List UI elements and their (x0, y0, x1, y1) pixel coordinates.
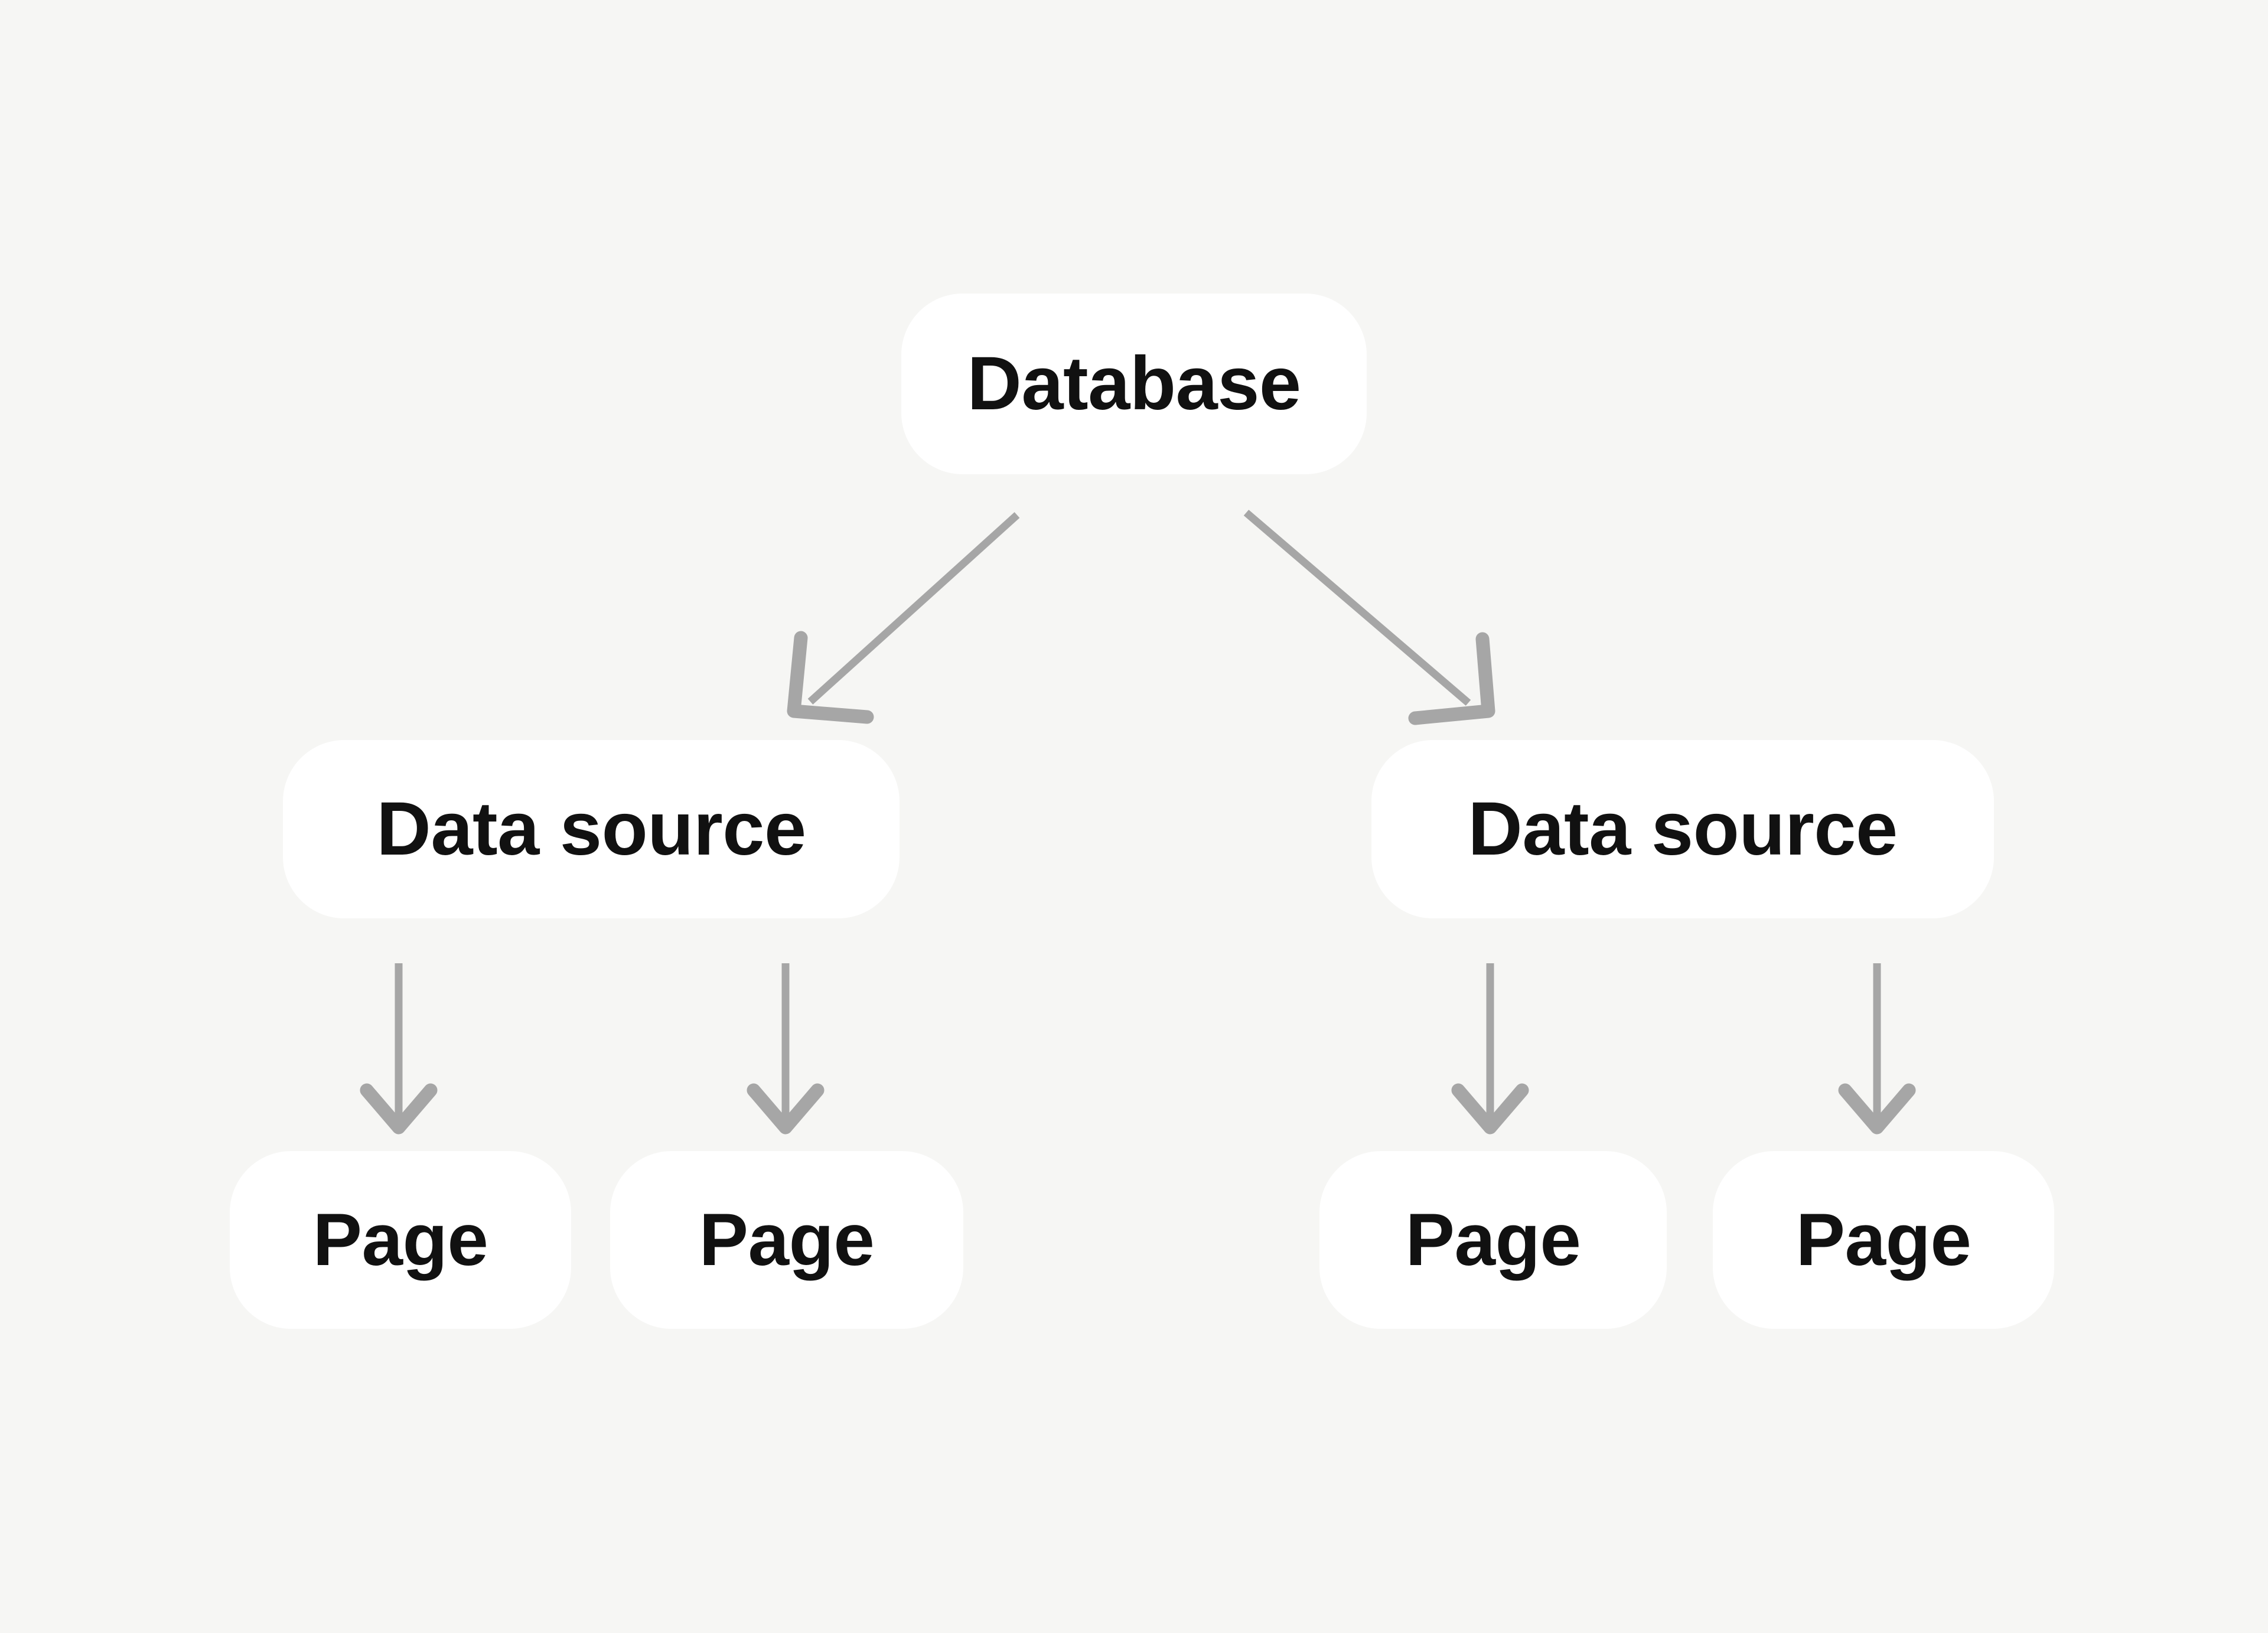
node-database-label: Database (967, 341, 1301, 426)
edge-data-source-left-to-page-2 (747, 963, 825, 1135)
node-page-4[interactable]: Page (1713, 1151, 2054, 1329)
node-page-2-label: Page (699, 1199, 875, 1281)
node-page-2[interactable]: Page (610, 1151, 963, 1329)
node-page-3-label: Page (1405, 1199, 1581, 1281)
node-data-source-left-label: Data source (376, 787, 806, 871)
node-page-3[interactable]: Page (1319, 1151, 1667, 1329)
node-data-source-right[interactable]: Data source (1371, 740, 1994, 918)
edge-data-source-left-to-page-1 (360, 963, 438, 1135)
edge-data-source-right-to-page-4 (1838, 963, 1916, 1135)
edge-database-to-data-source-left (787, 512, 1020, 724)
node-page-1[interactable]: Page (230, 1151, 571, 1329)
node-page-4-label: Page (1795, 1199, 1972, 1281)
node-page-1-label: Page (312, 1199, 488, 1281)
node-data-source-left[interactable]: Data source (283, 740, 900, 918)
node-data-source-right-label: Data source (1468, 787, 1898, 871)
edge-data-source-right-to-page-3 (1451, 963, 1529, 1135)
edge-database-to-data-source-right (1243, 510, 1495, 725)
node-database[interactable]: Database (901, 294, 1367, 474)
